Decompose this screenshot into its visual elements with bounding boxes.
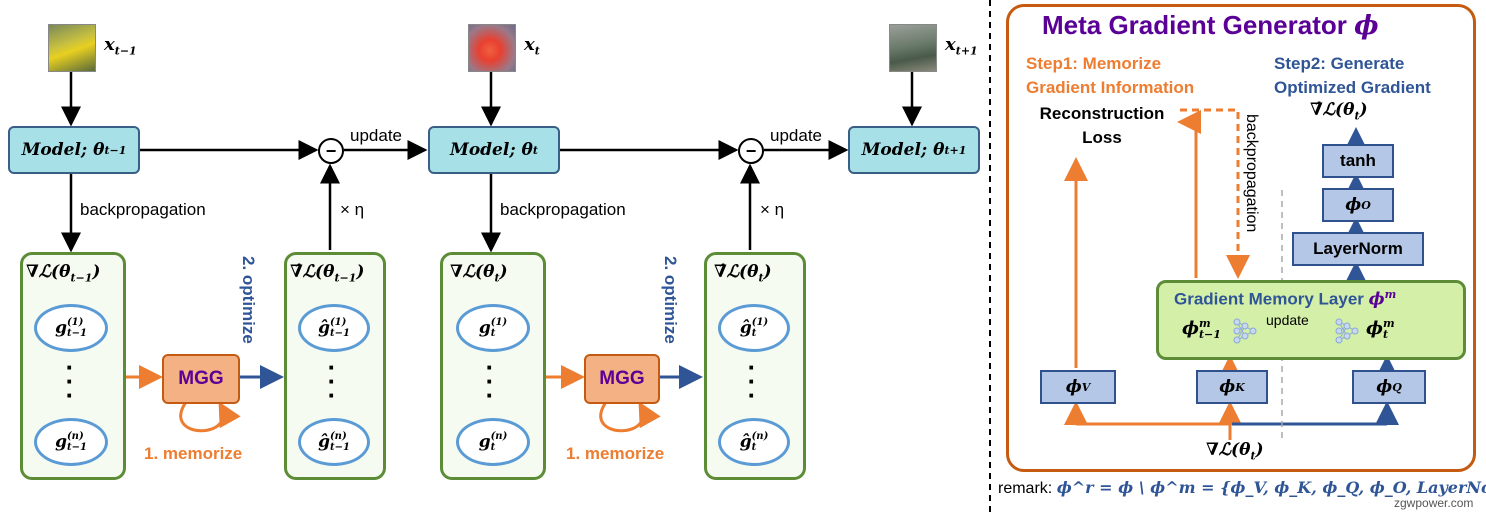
input-x-next-label: xt+1 [945, 34, 978, 58]
gradient-g1-prev: g(1)t−1 [34, 304, 108, 352]
remark-line: remark: ϕ^r = ϕ \ ϕ^m = {ϕ_V, ϕ_K, ϕ_Q, … [998, 478, 1486, 497]
optimized-gn-curr: ĝ(n)t [718, 418, 790, 466]
minus-operator-1: − [318, 138, 344, 164]
gml-title: Gradient Memory Layer ϕm [1174, 288, 1397, 310]
optimize-label-1: 2. optimize [239, 256, 258, 344]
layernorm-block: LayerNorm [1292, 232, 1424, 266]
bird-image-thumbnail [48, 24, 96, 72]
backprop-vertical-label: backpropagation [1243, 114, 1260, 233]
input-x-curr-label: xt [524, 34, 540, 58]
tanh-block: tanh [1322, 144, 1394, 178]
neural-network-icon-prev [1233, 318, 1257, 344]
memorize-label-1: 1. memorize [144, 444, 243, 463]
ellipsis-dots-2: ··· [327, 352, 337, 410]
ellipsis-dots-1: ··· [65, 352, 75, 410]
input-gradient-label: ∇ℒ(θt) [1206, 440, 1264, 463]
fish-image-thumbnail [468, 24, 516, 72]
gml-update-label: update [1266, 312, 1309, 328]
update-label-1: update [350, 126, 402, 145]
optimize-label-2: 2. optimize [661, 256, 680, 344]
times-eta-label-1: × η [340, 200, 365, 219]
optimized-g1-prev: ĝ(1)t−1 [298, 304, 370, 352]
output-gradient-label: ∇̂ℒ(θt) [1310, 100, 1368, 123]
update-label-2: update [770, 126, 822, 145]
neural-network-icon-curr [1335, 318, 1359, 344]
input-x-prev-label: xt−1 [104, 34, 137, 58]
gradient-gn-prev: g(n)t−1 [34, 418, 108, 466]
ellipsis-dots-3: ··· [485, 352, 495, 410]
watermark-text: zgwpower.com [1394, 496, 1474, 510]
mgg-block-1: MGG [162, 354, 240, 404]
minus-operator-2: − [738, 138, 764, 164]
gradient-panel-prev-title: ∇ℒ(θt−1) [26, 262, 101, 285]
mgg-block-2: MGG [584, 354, 660, 404]
optimized-panel-curr-title: ∇̂ℒ(θt) [714, 262, 772, 285]
gradient-gn-curr: g(n)t [456, 418, 530, 466]
optimized-gn-prev: ĝ(n)t−1 [298, 418, 370, 466]
mgg-detail-title: Meta Gradient Generator ϕ [1042, 10, 1379, 41]
mgg-detail-panel [1006, 4, 1476, 472]
memorize-label-2: 1. memorize [566, 444, 665, 463]
optimized-g1-curr: ĝ(1)t [718, 304, 790, 352]
gradient-memory-layer [1156, 280, 1466, 360]
crocodile-image-thumbnail [889, 24, 937, 72]
ellipsis-dots-4: ··· [747, 352, 757, 410]
optimized-panel-prev-title: ∇̂ℒ(θt−1) [290, 262, 365, 285]
gradient-panel-curr-title: ∇ℒ(θt) [450, 262, 508, 285]
gradient-g1-curr: g(1)t [456, 304, 530, 352]
times-eta-label-2: × η [760, 200, 785, 219]
backprop-label-1: backpropagation [80, 200, 206, 219]
backprop-label-2: backpropagation [500, 200, 626, 219]
